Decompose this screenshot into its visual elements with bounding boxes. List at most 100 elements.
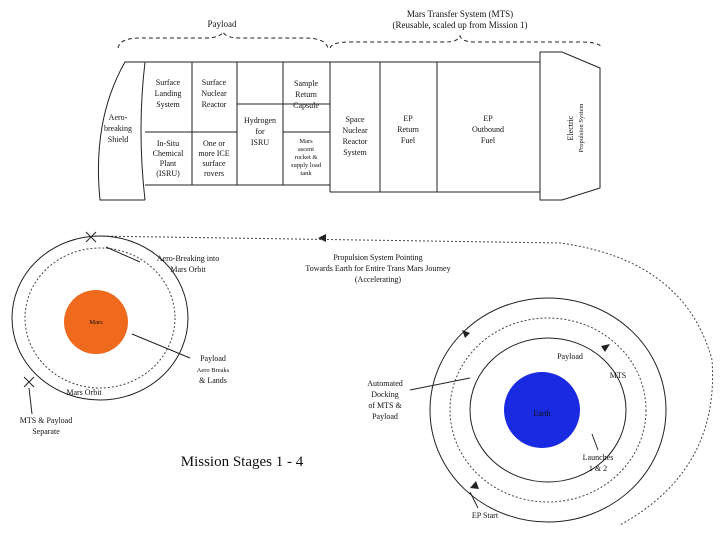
mts-brace [329, 34, 603, 49]
mts-label-2: (Reusable, scaled up from Mission 1) [393, 20, 528, 30]
payload-label: Payload [208, 19, 237, 29]
svg-text:Capsule: Capsule [293, 101, 319, 110]
transfer-path [94, 235, 714, 526]
aeroshield-outline [97, 61, 145, 201]
module-ascent: Mars ascent rocket & supply load tank [291, 138, 322, 177]
svg-text:Aero-Breaking into: Aero-Breaking into [157, 254, 219, 263]
svg-text:ISRU: ISRU [251, 138, 269, 147]
svg-text:Propulsion System Pointing: Propulsion System Pointing [333, 253, 422, 262]
mars-orbit-label: Mars Orbit [66, 388, 102, 397]
svg-text:Payload: Payload [200, 354, 226, 363]
module-ep-return: EP Return Fuel [397, 114, 419, 145]
svg-text:System: System [156, 100, 180, 109]
svg-text:breaking: breaking [104, 124, 132, 133]
svg-text:surface: surface [202, 159, 226, 168]
svg-text:Aero Breaks: Aero Breaks [197, 367, 230, 374]
module-sample: Sample Return Capsule [293, 79, 319, 110]
aeroshield-inner [140, 61, 146, 201]
module-space-reactor: Space Nuclear Reactor System [342, 115, 368, 157]
docking-label: Automated Docking of MTS & Payload [367, 379, 403, 421]
svg-text:System: System [343, 148, 367, 157]
svg-text:Shield: Shield [108, 135, 128, 144]
payload-brace [117, 30, 329, 49]
module-landing: Surface Landing System [155, 78, 182, 109]
svg-text:for: for [255, 127, 265, 136]
svg-text:Fuel: Fuel [401, 136, 416, 145]
svg-text:Towards Earth for Entire Trans: Towards Earth for Entire Trans Mars Jour… [305, 264, 450, 273]
svg-text:tank: tank [300, 170, 312, 177]
module-eps: Electric Propulsion System [566, 104, 585, 153]
svg-text:ascent: ascent [298, 146, 314, 153]
svg-text:In-Situ: In-Situ [157, 139, 179, 148]
svg-text:Automated: Automated [367, 379, 403, 388]
ep-start-label: EP Start [472, 511, 499, 520]
svg-text:MTS & Payload: MTS & Payload [20, 416, 72, 425]
launches-label: Launches 1 & 2 [583, 453, 614, 473]
aerobraking-label: Aero-Breaking into Mars Orbit [157, 254, 219, 274]
svg-text:Fuel: Fuel [481, 136, 496, 145]
svg-text:Sample: Sample [294, 79, 318, 88]
svg-text:Nuclear: Nuclear [201, 89, 227, 98]
svg-text:Return: Return [397, 125, 419, 134]
module-ep-outbound: EP Outbound Fuel [472, 114, 504, 145]
svg-text:supply load: supply load [291, 162, 322, 169]
earth-orbit-mid [449, 317, 647, 503]
svg-text:(ISRU): (ISRU) [156, 169, 180, 178]
svg-text:Aero-: Aero- [109, 113, 128, 122]
svg-text:1 & 2: 1 & 2 [589, 464, 607, 473]
svg-text:Mars Orbit: Mars Orbit [170, 265, 206, 274]
payload-orbit-label: Payload [557, 352, 583, 361]
svg-text:EP: EP [403, 114, 413, 123]
svg-text:& Lands: & Lands [199, 376, 227, 385]
svg-text:Return: Return [295, 90, 317, 99]
svg-text:Chemical: Chemical [153, 149, 184, 158]
earth-label: Earth [533, 409, 550, 418]
svg-text:rocket &: rocket & [295, 154, 318, 161]
svg-text:Payload: Payload [372, 412, 398, 421]
svg-text:more ICE: more ICE [198, 149, 229, 158]
svg-text:Reactor: Reactor [202, 100, 227, 109]
svg-text:Surface: Surface [156, 78, 181, 87]
mars-aero-ring [24, 247, 176, 389]
svg-text:Outbound: Outbound [472, 125, 504, 134]
earth-planet [504, 372, 580, 448]
svg-text:rovers: rovers [204, 169, 224, 178]
mars-orbit-ring [11, 235, 189, 401]
svg-text:Space: Space [345, 115, 365, 124]
module-rovers: One or more ICE surface rovers [198, 139, 229, 178]
svg-text:(Accelerating): (Accelerating) [355, 275, 402, 284]
svg-text:Docking: Docking [371, 390, 399, 399]
stages-title: Mission Stages 1 - 4 [181, 454, 304, 470]
svg-text:Hydrogen: Hydrogen [244, 116, 276, 125]
svg-text:Plant: Plant [160, 159, 177, 168]
propulsion-label: Propulsion System Pointing Towards Earth… [305, 253, 450, 284]
mts-orbit-label: MTS [610, 371, 626, 380]
separate-label: MTS & Payload Separate [20, 416, 72, 436]
module-chem-plant: In-Situ Chemical Plant (ISRU) [153, 139, 184, 178]
mts-label-1: Mars Transfer System (MTS) [407, 9, 513, 19]
module-hydrogen: Hydrogen for ISRU [244, 116, 276, 147]
svg-text:Launches: Launches [583, 453, 614, 462]
module-reactor: Surface Nuclear Reactor [201, 78, 227, 109]
svg-text:Landing: Landing [155, 89, 182, 98]
transfer-arrow [318, 234, 326, 242]
mars-planet [64, 290, 128, 354]
svg-text:of MTS &: of MTS & [368, 401, 402, 410]
earth-orbit-outer [429, 297, 667, 523]
svg-text:Electric: Electric [566, 115, 575, 140]
svg-text:Propulsion System: Propulsion System [578, 104, 585, 153]
svg-text:Separate: Separate [32, 427, 60, 436]
payload-lands-label: Payload Aero Breaks & Lands [197, 354, 230, 385]
svg-text:EP: EP [483, 114, 493, 123]
svg-text:Nuclear: Nuclear [342, 126, 368, 135]
svg-text:Reactor: Reactor [343, 137, 368, 146]
aeroshield-text: Aero- breaking Shield [104, 113, 132, 144]
svg-text:Mars: Mars [299, 138, 313, 145]
svg-text:One or: One or [203, 139, 225, 148]
mars-label: Mars [89, 319, 103, 326]
earth-orbit-inner [469, 337, 627, 483]
mts-body-outline [145, 51, 601, 201]
svg-text:Surface: Surface [202, 78, 227, 87]
